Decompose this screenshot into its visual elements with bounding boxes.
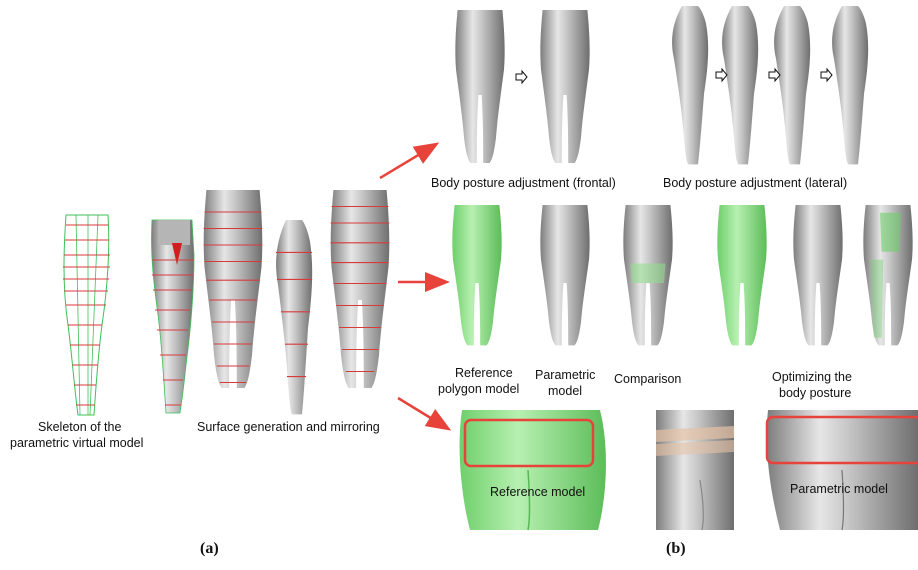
- inset-reference-label: Reference model: [490, 485, 585, 499]
- parametric-model: [540, 205, 589, 345]
- part-a-label: (a): [200, 540, 219, 558]
- skeleton-caption-line2: parametric virtual model: [10, 436, 143, 451]
- skeleton-caption-line1: Skeleton of the: [38, 420, 121, 435]
- lateral-caption: Body posture adjustment (lateral): [663, 176, 847, 191]
- posture-frontal-before: [455, 10, 504, 163]
- part-b-label: (b): [666, 540, 686, 558]
- skeleton-wireframe: [63, 215, 110, 415]
- posture-lateral-2: [722, 6, 758, 164]
- parametric-caption-line2: model: [548, 384, 582, 399]
- optimizing-caption-line1: Optimizing the: [772, 370, 852, 385]
- step-arrow-icon: [516, 71, 527, 83]
- optimizing-caption-line2: body posture: [779, 386, 851, 401]
- inset-parametric: [767, 410, 918, 530]
- posture-lateral-1: [672, 6, 708, 164]
- optimizing-green-model: [717, 205, 766, 345]
- posture-frontal-after: [540, 10, 589, 163]
- step-arrow-icon: [716, 69, 727, 81]
- frontal-caption: Body posture adjustment (frontal): [431, 176, 616, 191]
- reference-caption-line2: polygon model: [438, 382, 519, 397]
- optimizing-silver-model: [793, 205, 842, 345]
- comparison-caption: Comparison: [614, 372, 681, 387]
- reference-polygon-model: [452, 205, 501, 345]
- mirrored-model-front: [204, 190, 263, 388]
- step-arrow-icon: [821, 69, 832, 81]
- inset-parametric-label: Parametric model: [790, 482, 888, 496]
- arrow-to-insets: [398, 398, 447, 428]
- posture-lateral-3: [774, 6, 810, 164]
- posture-lateral-4: [832, 6, 868, 164]
- mirrored-model-back: [331, 190, 390, 388]
- optimizing-overlay-model: [863, 205, 912, 345]
- reference-caption-line1: Reference: [455, 366, 513, 381]
- arrow-to-posture: [380, 145, 435, 178]
- inset-reference: [460, 410, 606, 530]
- surface-caption: Surface generation and mirroring: [197, 420, 380, 435]
- comparison-model: [623, 205, 672, 345]
- half-surface-model: [151, 220, 194, 413]
- inset-middle: [656, 410, 734, 530]
- mirrored-model-side: [276, 220, 312, 414]
- parametric-caption-line1: Parametric: [535, 368, 595, 383]
